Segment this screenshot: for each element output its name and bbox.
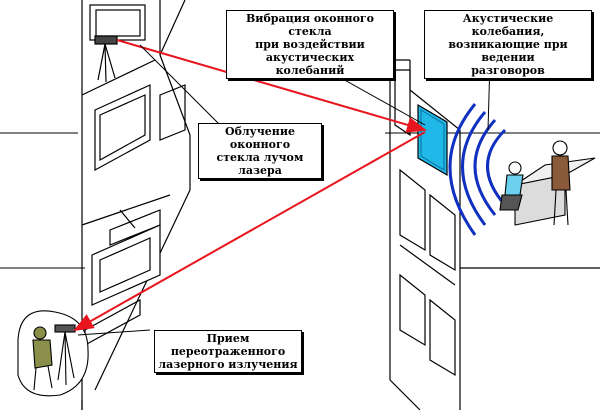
callout-vibration-line-2: при воздействии xyxy=(255,38,365,51)
callout-vibration-line-1: Вибрация оконного стекла xyxy=(246,12,374,38)
callout-acoustic: Акустические колебания, возникающие при … xyxy=(424,10,592,79)
office-scene xyxy=(499,140,596,226)
laser-receiver xyxy=(17,310,89,397)
callout-reception: Прием переотраженного лазерного излучени… xyxy=(154,330,302,373)
callout-vibration: Вибрация оконного стекла при воздействии… xyxy=(226,10,394,79)
laser-beams xyxy=(73,39,427,331)
callout-irradiation-line-1: Облучение оконного xyxy=(225,125,295,151)
callout-acoustic-line-3: разговоров xyxy=(471,64,545,77)
left-building xyxy=(81,0,191,410)
callout-acoustic-line-1: Акустические колебания, xyxy=(462,12,554,38)
reflected-beam xyxy=(73,131,426,331)
sound-waves xyxy=(448,103,507,236)
callout-irradiation-line-2: стекла лучом лазера xyxy=(216,151,304,177)
right-building xyxy=(389,59,600,410)
callout-irradiation: Облучение оконного стекла лучом лазера xyxy=(198,123,322,179)
callout-vibration-line-3: акустических колебаний xyxy=(265,51,355,77)
incident-beam xyxy=(116,39,427,133)
callout-reception-line-1: Прием переотраженного xyxy=(170,332,286,358)
callout-acoustic-line-2: возникающие при ведении xyxy=(448,38,568,64)
laser-transmitter xyxy=(94,35,118,83)
callout-reception-line-2: лазерного излучения xyxy=(158,358,298,371)
